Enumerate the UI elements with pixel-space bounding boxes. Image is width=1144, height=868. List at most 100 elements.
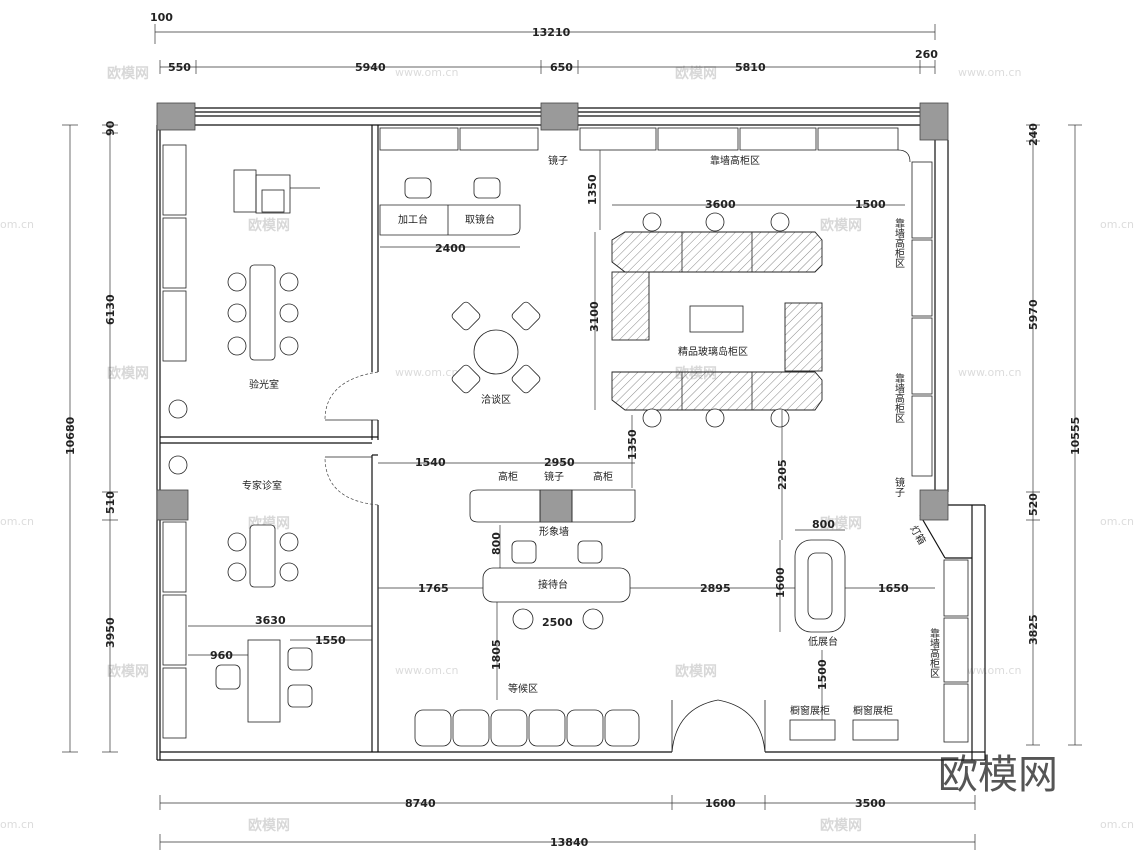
label-low-display: 低展台: [808, 635, 838, 648]
label-lens-table: 取镜台: [465, 213, 495, 226]
label-processing-table: 加工台: [398, 213, 428, 226]
watermark-brand: 欧模网: [107, 365, 149, 382]
dim-right-seg-3: 520: [1027, 493, 1040, 516]
label-negotiation-area: 洽谈区: [481, 393, 511, 406]
label-wall-cabinet-right2: 靠墙高柜区: [893, 372, 905, 423]
watermark-url: www.om.cn: [958, 664, 1021, 677]
dim-1350b: 1350: [626, 429, 639, 460]
watermark-brand: 欧模网: [248, 817, 290, 834]
dim-1600: 1600: [774, 567, 787, 598]
dim-1650: 1650: [878, 582, 909, 595]
dim-1550: 1550: [315, 634, 346, 647]
watermark-brand: 欧模网: [675, 663, 717, 680]
dim-1540: 1540: [415, 456, 446, 469]
dim-top-small-left: 100: [150, 11, 173, 24]
top-wall-cabinets: [379, 127, 899, 151]
dim-top-seg-3: 650: [550, 61, 573, 74]
watermark-brand: 欧模网: [107, 663, 149, 680]
dim-1500b: 1500: [816, 659, 829, 690]
label-mirror-top: 镜子: [548, 154, 568, 167]
label-image-wall: 形象墙: [539, 525, 569, 538]
dim-left-seg-2: 6130: [104, 294, 117, 325]
watermark-url-short: om.cn: [0, 515, 34, 528]
dim-2400: 2400: [435, 242, 466, 255]
watermark-brand: 欧模网: [248, 217, 290, 234]
watermark-url-short: om.cn: [1100, 515, 1134, 528]
left-wall-cabinets: [162, 144, 188, 739]
reception-desk: [378, 525, 795, 700]
dim-top-seg-4: 5810: [735, 61, 766, 74]
dim-1350a: 1350: [586, 174, 599, 205]
dim-right-seg-1: 240: [1027, 123, 1040, 146]
expert-table: [227, 524, 299, 588]
dimension-lines: 100 13210 260 550 5940 650 5810 8740 160…: [62, 11, 1082, 850]
work-tables: [379, 177, 521, 236]
window-cabinets: [789, 719, 899, 741]
negotiation-table: [451, 301, 541, 394]
dim-2895: 2895: [700, 582, 731, 595]
low-display: [779, 410, 935, 720]
columns: [156, 102, 949, 521]
dim-left-seg-4: 3950: [104, 617, 117, 648]
watermark-url-short: om.cn: [0, 218, 34, 231]
dim-800a: 800: [490, 532, 503, 555]
watermark-url: www.om.cn: [958, 366, 1021, 379]
optometry-table: [227, 264, 299, 361]
dim-1765: 1765: [418, 582, 449, 595]
dim-left-seg-3: 510: [104, 491, 117, 514]
label-waiting-area: 等候区: [508, 682, 538, 695]
dim-3100: 3100: [588, 301, 601, 332]
label-window-cabinet-1: 橱窗展柜: [790, 704, 830, 717]
dim-bottom-total: 13840: [550, 836, 589, 849]
dim-bottom-seg-2: 1600: [705, 797, 736, 810]
right-wall-cabinets: [897, 149, 969, 743]
dim-right-total: 10555: [1069, 417, 1082, 455]
label-lightbox: 灯箱: [907, 523, 928, 547]
label-optometry-room: 验光室: [249, 378, 279, 391]
dim-top-right-small: 260: [915, 48, 938, 61]
dim-expert-room: 3630 1550 960: [188, 614, 372, 662]
waiting-sofas: [414, 709, 640, 747]
dim-800b: 800: [812, 518, 835, 531]
label-tall-cabinet-right: 高柜: [593, 470, 613, 483]
label-island-area: 精品玻璃岛柜区: [678, 345, 748, 358]
watermark-url: www.om.cn: [395, 366, 458, 379]
island-cabinets: [594, 204, 905, 428]
dim-2950: 2950: [544, 456, 575, 469]
label-window-cabinet-2: 橱窗展柜: [853, 704, 893, 717]
label-wall-cabinet-right3: 靠墙高柜区: [928, 627, 940, 678]
watermark-brand: 欧模网: [675, 65, 717, 82]
dim-3600: 3600: [705, 198, 736, 211]
watermark-url-short: om.cn: [1100, 218, 1134, 231]
dim-960: 960: [210, 649, 233, 662]
dim-top-seg-1: 550: [168, 61, 191, 74]
dim-right-seg-4: 3825: [1027, 614, 1040, 645]
watermark-url: www.om.cn: [395, 664, 458, 677]
optometry-equipment: [233, 169, 320, 214]
watermark-brand: 欧模网: [820, 515, 862, 532]
label-wall-cabinet-top: 靠墙高柜区: [710, 154, 760, 167]
label-mirror-mid: 镜子: [544, 470, 564, 483]
watermark-url: www.om.cn: [958, 66, 1021, 79]
label-tall-cabinet-left: 高柜: [498, 470, 518, 483]
dim-2500: 2500: [542, 616, 573, 629]
expert-desk: [215, 639, 313, 723]
dim-right-seg-2: 5970: [1027, 299, 1040, 330]
label-wall-cabinet-right1: 靠墙高柜区: [893, 217, 905, 268]
dim-bottom-seg-3: 3500: [855, 797, 886, 810]
dim-top-seg-2: 5940: [355, 61, 386, 74]
watermark-url-short: om.cn: [0, 818, 34, 831]
watermark-logo: 欧模网: [938, 752, 1058, 798]
watermark-brand: 欧模网: [820, 217, 862, 234]
dim-left-total: 10680: [64, 416, 77, 455]
inner-walls: [160, 125, 379, 752]
dim-1805: 1805: [490, 639, 503, 670]
label-reception-desk: 接待台: [538, 578, 568, 591]
dim-top-total: 13210: [532, 26, 571, 39]
dim-1500a: 1500: [855, 198, 886, 211]
watermark-brand: 欧模网: [820, 817, 862, 834]
dim-3630: 3630: [255, 614, 286, 627]
dim-left-seg-1: 90: [104, 120, 117, 136]
dim-2205: 2205: [776, 459, 789, 490]
